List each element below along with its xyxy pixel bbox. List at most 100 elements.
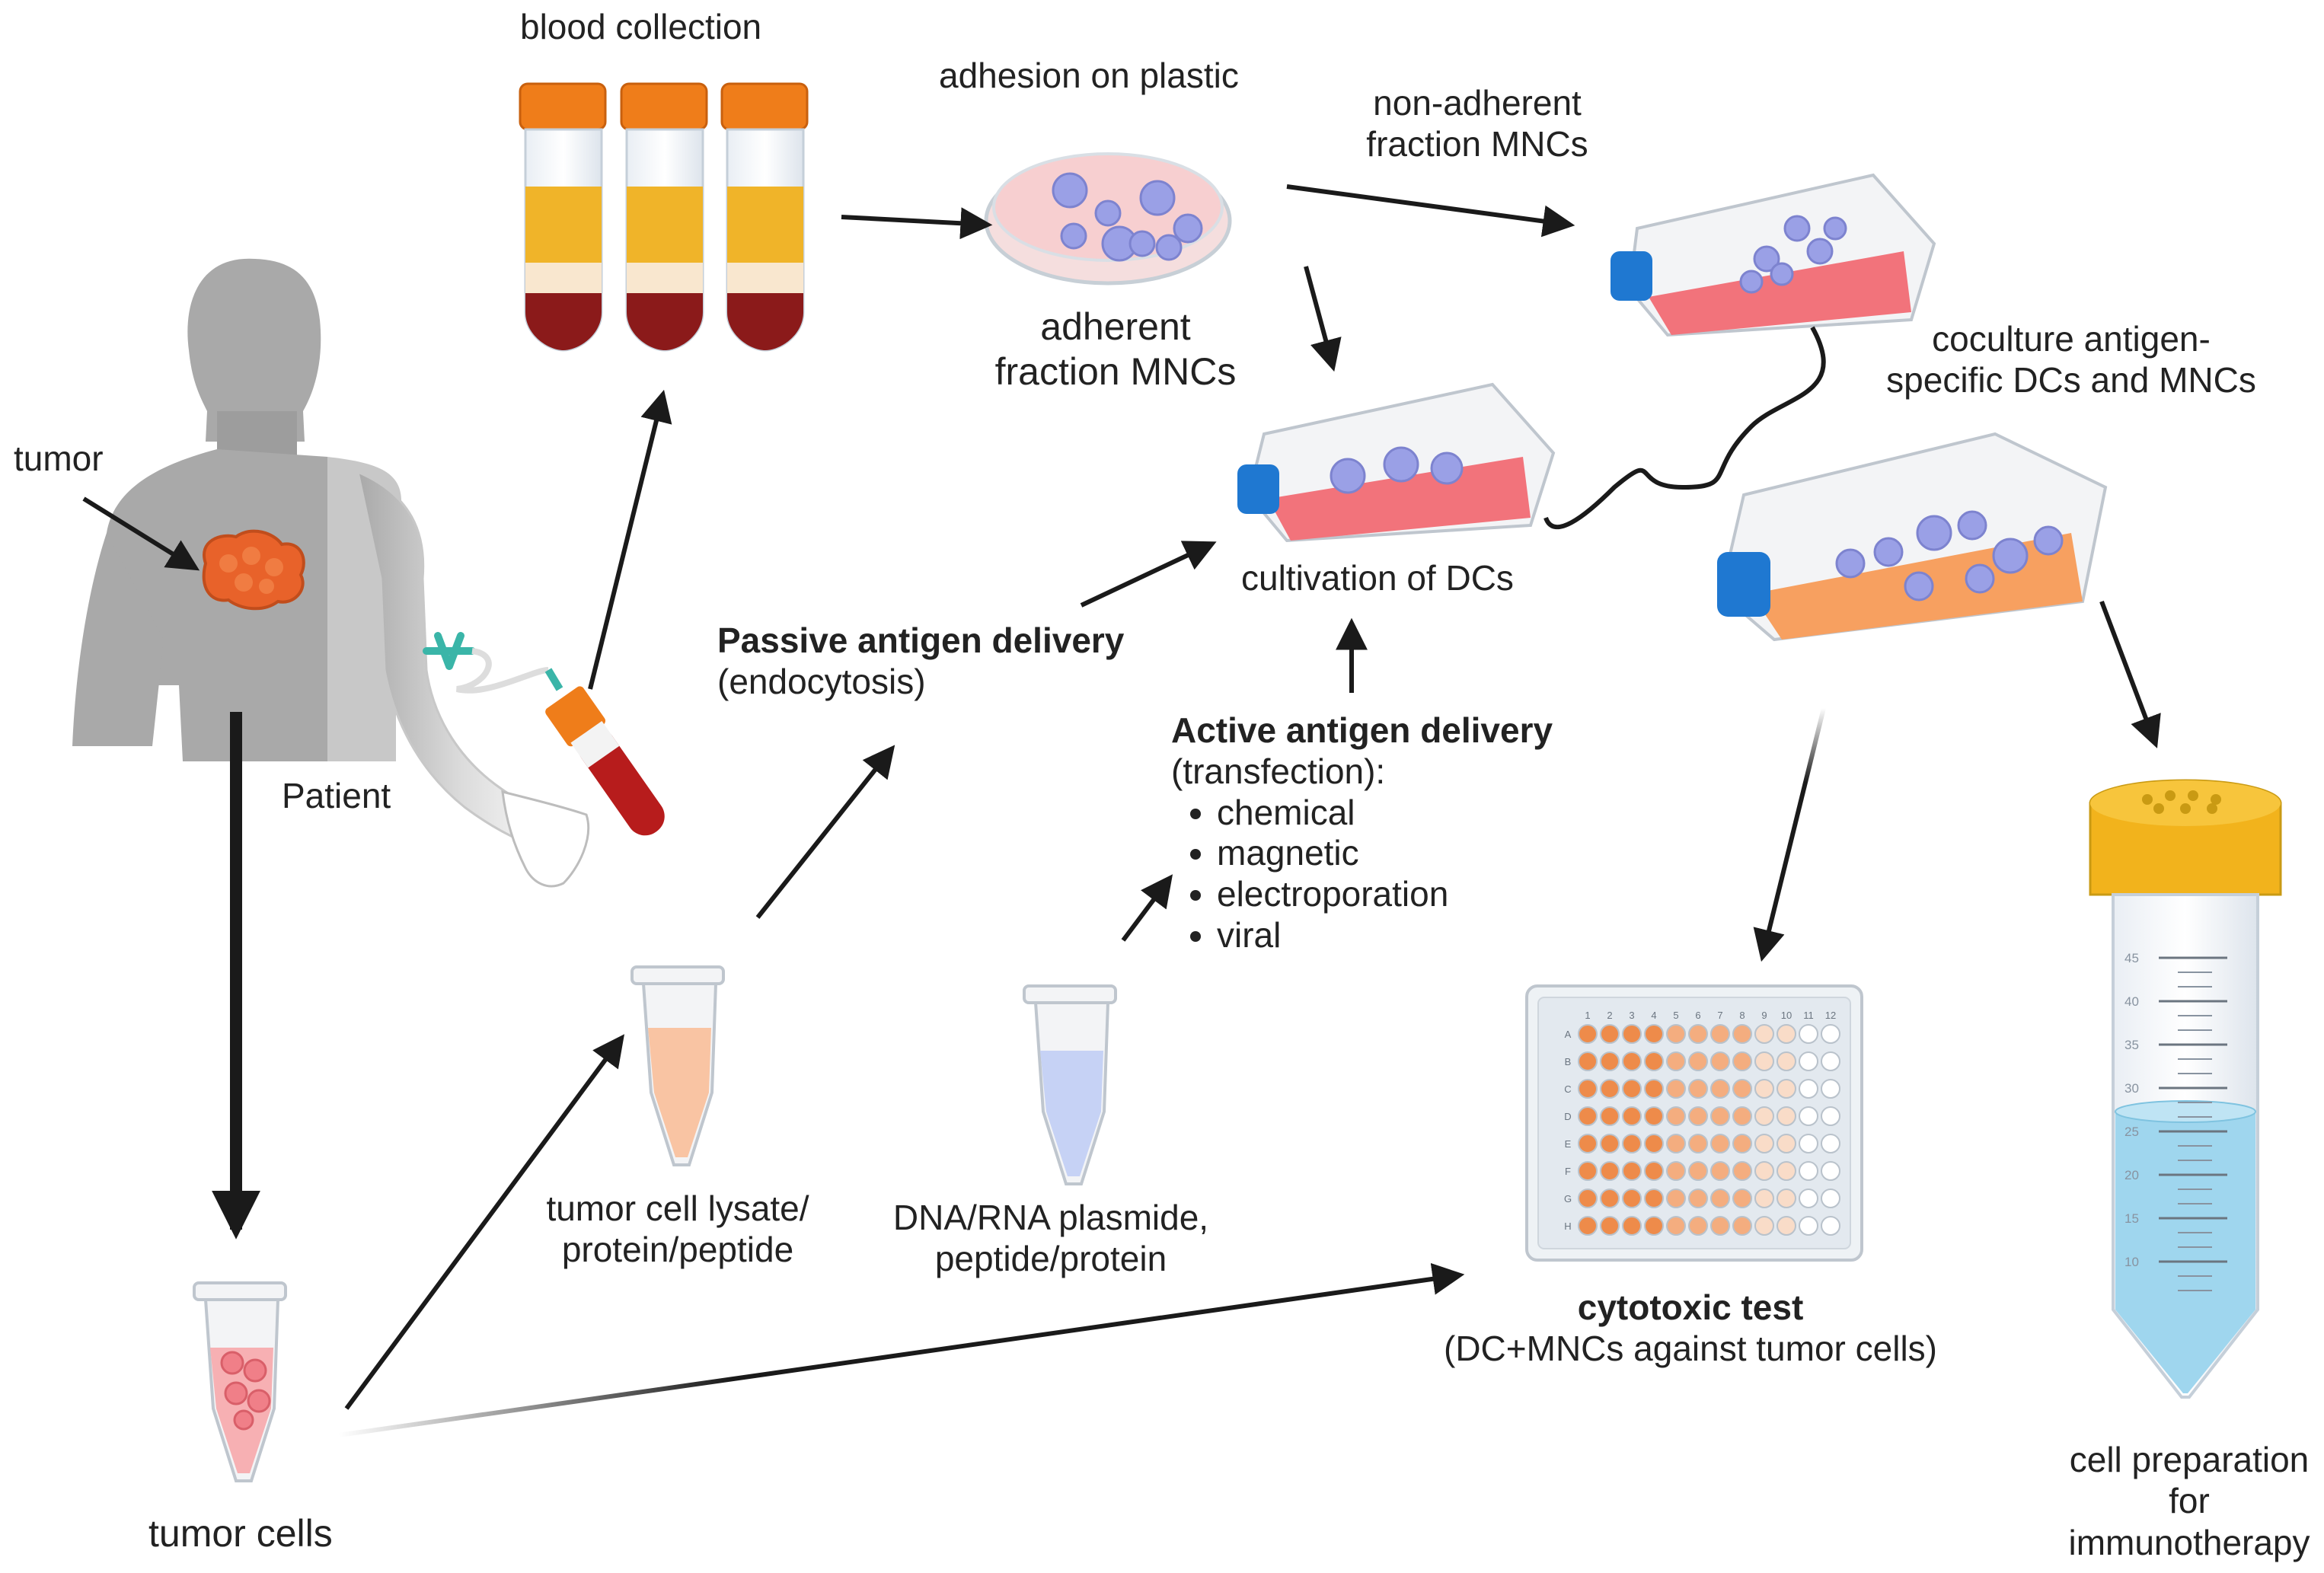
plate-well — [1799, 1106, 1818, 1126]
plate-well — [1777, 1161, 1796, 1181]
label-active-delivery: Active antigen delivery (transfection): … — [1171, 710, 1553, 956]
label-cell-prep-line2: for — [2169, 1481, 2210, 1521]
blood-tube-3 — [720, 82, 809, 352]
plate-well — [1688, 1189, 1708, 1208]
vacutainer-tube — [545, 686, 665, 836]
plate-well — [1578, 1134, 1598, 1153]
plate-well — [1644, 1189, 1664, 1208]
patient-silhouette — [72, 258, 665, 888]
plate-well — [1666, 1106, 1686, 1126]
plate-col-label: 5 — [1673, 1010, 1678, 1021]
plate-well — [1600, 1134, 1620, 1153]
plate-well — [1622, 1189, 1642, 1208]
plate-well — [1578, 1161, 1598, 1181]
active-method-viral: viral — [1217, 915, 1553, 956]
plate-row-label: D — [1564, 1111, 1571, 1122]
flask-coculture — [1717, 432, 2108, 642]
label-plasmid-line1: DNA/RNA plasmide, — [892, 1198, 1209, 1237]
iv-needle — [423, 632, 563, 694]
plate-well — [1622, 1051, 1642, 1071]
plate-well — [1644, 1134, 1664, 1153]
plate-well — [1644, 1106, 1664, 1126]
plate-well — [1777, 1051, 1796, 1071]
plate-well — [1777, 1134, 1796, 1153]
flask-non-adherent — [1611, 173, 1936, 337]
plate-well — [1732, 1189, 1752, 1208]
plate-well — [1600, 1079, 1620, 1099]
plate-well — [1732, 1106, 1752, 1126]
plate-well — [1710, 1161, 1730, 1181]
plate-well — [1710, 1134, 1730, 1153]
plate-well — [1622, 1134, 1642, 1153]
plate-well — [1777, 1079, 1796, 1099]
graduation-label: 40 — [2124, 994, 2139, 1009]
plate-well — [1578, 1216, 1598, 1236]
plate-well — [1666, 1051, 1686, 1071]
plate-well — [1666, 1161, 1686, 1181]
label-lysate-line1: tumor cell lysate/ — [546, 1189, 809, 1228]
plate-well — [1710, 1189, 1730, 1208]
plate-col-label: 11 — [1803, 1010, 1814, 1021]
plate-well — [1821, 1079, 1840, 1099]
graduation-label: 45 — [2124, 951, 2139, 965]
graduation-label: 35 — [2124, 1038, 2139, 1052]
plate-well — [1600, 1106, 1620, 1126]
arrow-tumorcells-to-lysate — [344, 1034, 625, 1410]
plate-well — [1622, 1106, 1642, 1126]
plate-row-label: C — [1564, 1083, 1571, 1095]
label-non-adherent: non-adherent fraction MNCs — [1355, 82, 1599, 165]
label-cell-preparation: cell preparation for immunotherapy — [2064, 1439, 2315, 1563]
plate-well — [1777, 1024, 1796, 1044]
plate-row-label: A — [1565, 1029, 1572, 1040]
plate-well — [1578, 1079, 1598, 1099]
label-patient: Patient — [282, 776, 391, 815]
plate-well — [1821, 1024, 1840, 1044]
plate-well — [1578, 1189, 1598, 1208]
plate-well — [1710, 1024, 1730, 1044]
plate-well — [1600, 1161, 1620, 1181]
arrow-patient-to-blood — [588, 389, 672, 690]
label-blood-collection: blood collection — [520, 7, 762, 46]
plate-well — [1732, 1079, 1752, 1099]
plate-well — [1821, 1216, 1840, 1236]
arrows — [82, 184, 2161, 1437]
label-cytotoxic: cytotoxic test (DC+MNCs against tumor ce… — [1416, 1287, 1965, 1370]
plate-well — [1799, 1216, 1818, 1236]
graduation-label: 15 — [2124, 1211, 2139, 1226]
plate-col-label: 12 — [1825, 1010, 1836, 1021]
plate-well — [1688, 1079, 1708, 1099]
arrow-plasmid-to-active — [1121, 874, 1173, 942]
plate-well — [1666, 1134, 1686, 1153]
label-cell-prep-line3: immunotherapy — [2068, 1522, 2310, 1562]
plate-well — [1666, 1216, 1686, 1236]
plate-well — [1732, 1051, 1752, 1071]
plate-well — [1754, 1106, 1774, 1126]
plate-well — [1622, 1024, 1642, 1044]
plate-well — [1799, 1079, 1818, 1099]
plate-well — [1622, 1079, 1642, 1099]
label-coculture: coculture antigen- specific DCs and MNCs — [1858, 318, 2284, 401]
plate-well — [1622, 1216, 1642, 1236]
plate-well — [1799, 1024, 1818, 1044]
flask-dc-cultivation — [1237, 382, 1556, 543]
label-plasmid-line2: peptide/protein — [934, 1239, 1167, 1279]
active-method-magnetic: magnetic — [1217, 833, 1553, 874]
plate-well — [1578, 1024, 1598, 1044]
label-adhesion-on-plastic: adhesion on plastic — [939, 56, 1239, 95]
plate-well — [1821, 1106, 1840, 1126]
label-cultivation-of-dcs: cultivation of DCs — [1241, 558, 1514, 598]
label-adherent-line2: fraction MNCs — [994, 350, 1237, 393]
plate-well — [1578, 1051, 1598, 1071]
label-cell-prep-line1: cell preparation — [2069, 1440, 2310, 1479]
label-cytotoxic-sub: (DC+MNCs against tumor cells) — [1444, 1329, 1937, 1369]
curly-brace — [1543, 326, 1826, 530]
plate-well — [1821, 1051, 1840, 1071]
plate-well — [1688, 1106, 1708, 1126]
active-method-electroporation: electroporation — [1217, 874, 1553, 915]
label-adherent-line1: adherent — [1040, 305, 1191, 348]
plate-well — [1578, 1106, 1598, 1126]
